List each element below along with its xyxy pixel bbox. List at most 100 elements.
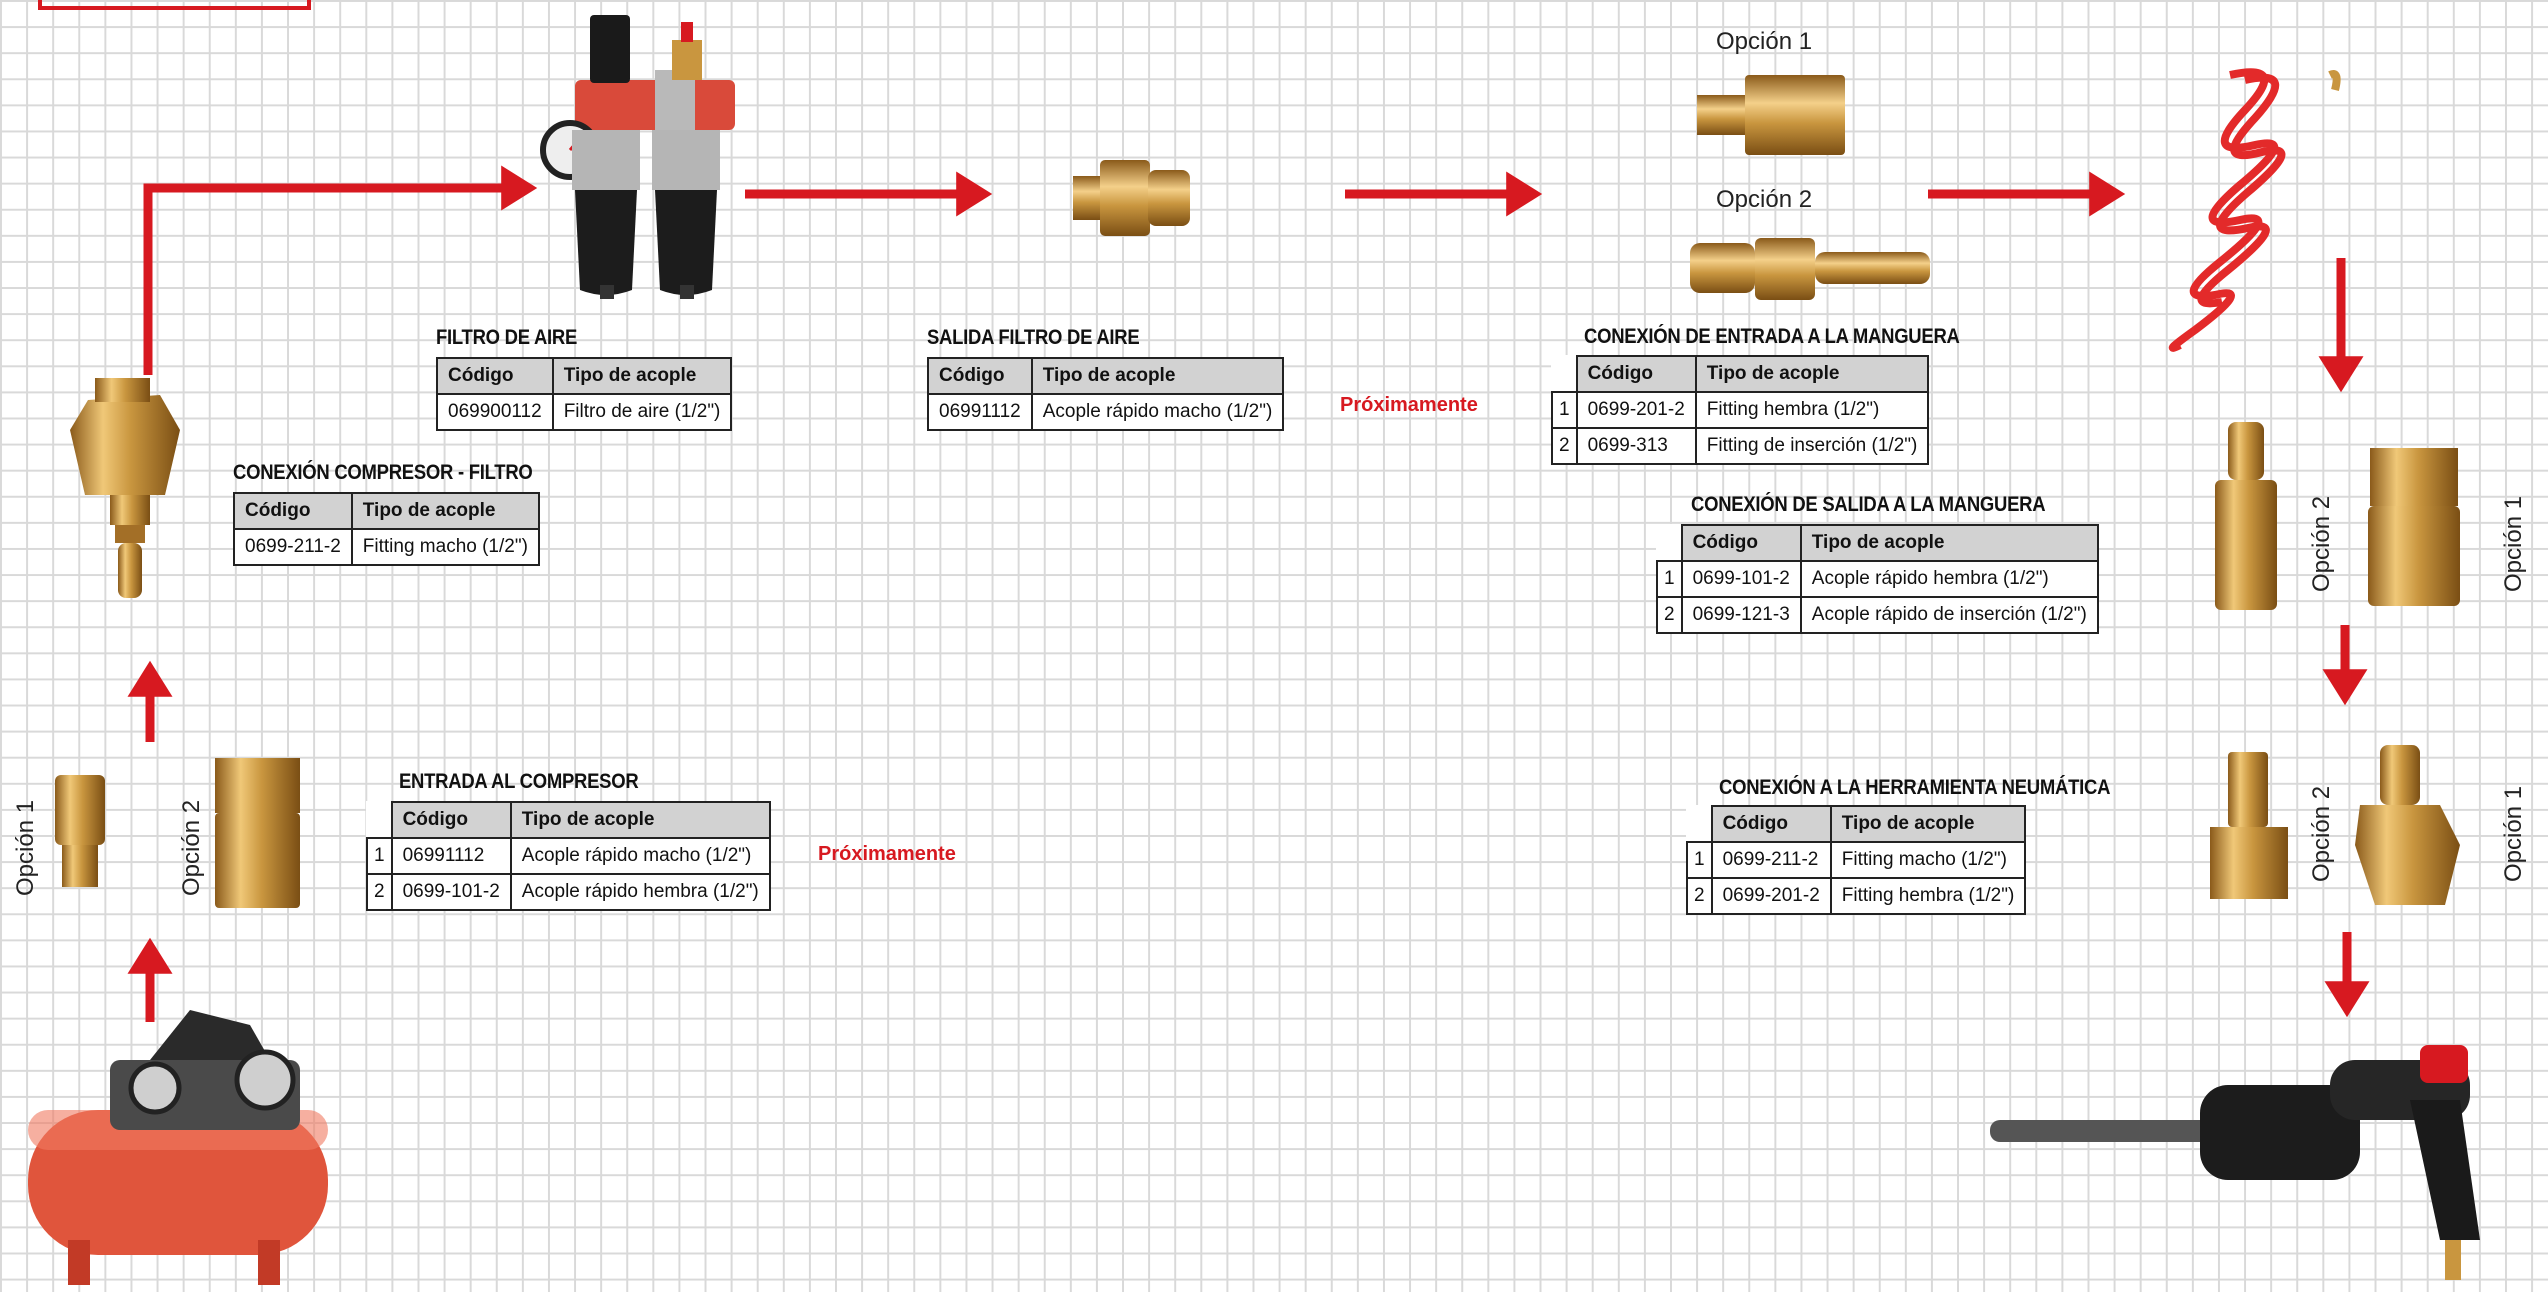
table-row: 2 0699-313 Fitting de inserción (1/2") bbox=[1551, 427, 1930, 465]
column-header: Tipo de acople bbox=[1799, 524, 2099, 562]
row-number: 1 bbox=[1656, 560, 1683, 598]
brass-fitting-image bbox=[2355, 745, 2460, 905]
code-cell: 0699-211-2 bbox=[1710, 841, 1832, 879]
type-cell: Fitting hembra (1/2") bbox=[1829, 877, 2027, 915]
code-cell: 0699-313 bbox=[1575, 427, 1697, 465]
table-compresor-filtro-title: CONEXIÓN COMPRESOR - FILTRO bbox=[233, 461, 533, 484]
coming-soon-label: Próximamente bbox=[1340, 394, 1478, 416]
option-1-label: Opción 1 bbox=[2500, 785, 2527, 882]
table-row: 0699-211-2 Fitting macho (1/2") bbox=[233, 528, 540, 566]
table-row: 1 0699-101-2 Acople rápido hembra (1/2") bbox=[1656, 560, 2099, 598]
brass-fitting-image bbox=[2215, 422, 2277, 610]
option-1-label: Opción 1 bbox=[2500, 495, 2527, 592]
code-cell: 0699-211-2 bbox=[233, 528, 353, 566]
blank-header bbox=[1657, 525, 1682, 561]
table-entrada-manguera: Código Tipo de acople 1 0699-201-2 Fitti… bbox=[1551, 355, 1930, 465]
type-cell: Fitting macho (1/2") bbox=[1829, 841, 2027, 879]
column-header: Código bbox=[1680, 524, 1802, 562]
table-filtro-title: FILTRO DE AIRE bbox=[436, 326, 578, 349]
code-cell: 0699-121-3 bbox=[1680, 596, 1802, 634]
table-row: 1 06991112 Acople rápido macho (1/2") bbox=[366, 837, 771, 875]
type-cell: Acople rápido macho (1/2") bbox=[509, 837, 771, 875]
table-row: 1 0699-211-2 Fitting macho (1/2") bbox=[1686, 841, 2027, 879]
brass-fitting-image bbox=[55, 775, 105, 887]
type-cell: Fitting macho (1/2") bbox=[350, 528, 540, 566]
table-row: 2 0699-101-2 Acople rápido hembra (1/2") bbox=[366, 873, 771, 911]
type-cell: Acople rápido de inserción (1/2") bbox=[1799, 596, 2099, 634]
row-number: 1 bbox=[366, 837, 393, 875]
row-number: 1 bbox=[1551, 391, 1578, 429]
table-row: 1 0699-201-2 Fitting hembra (1/2") bbox=[1551, 391, 1930, 429]
row-number: 1 bbox=[1686, 841, 1713, 879]
blank-header bbox=[1552, 356, 1577, 392]
option-2-label: Opción 2 bbox=[178, 799, 205, 896]
column-header: Código bbox=[1710, 805, 1832, 843]
code-cell: 069900112 bbox=[436, 393, 554, 431]
option-2-label: Opción 2 bbox=[2308, 495, 2335, 592]
table-herramienta-title: CONEXIÓN A LA HERRAMIENTA NEUMÁTICA bbox=[1719, 776, 2111, 799]
column-header: Tipo de acople bbox=[1030, 357, 1285, 395]
code-cell: 0699-201-2 bbox=[1575, 391, 1697, 429]
brass-fitting-image bbox=[1697, 75, 1845, 155]
air-filter-image bbox=[540, 15, 735, 299]
table-salida-manguera: Código Tipo de acople 1 0699-101-2 Acopl… bbox=[1656, 524, 2099, 634]
row-number: 2 bbox=[1686, 877, 1713, 915]
option-2-label: Opción 2 bbox=[1716, 186, 1813, 213]
table-row: 2 0699-121-3 Acople rápido de inserción … bbox=[1656, 596, 2099, 634]
column-header: Código bbox=[436, 357, 554, 395]
column-header: Tipo de acople bbox=[509, 801, 771, 839]
type-cell: Acople rápido macho (1/2") bbox=[1030, 393, 1285, 431]
type-cell: Filtro de aire (1/2") bbox=[551, 393, 733, 431]
brass-fitting-image bbox=[70, 378, 180, 598]
compressor-image bbox=[28, 1010, 328, 1285]
brass-fitting-image bbox=[1690, 238, 1930, 300]
table-entrada-compresor: Código Tipo de acople 1 06991112 Acople … bbox=[366, 801, 771, 911]
code-cell: 0699-101-2 bbox=[1680, 560, 1802, 598]
row-number: 2 bbox=[1656, 596, 1683, 634]
type-cell: Acople rápido hembra (1/2") bbox=[1799, 560, 2099, 598]
type-cell: Acople rápido hembra (1/2") bbox=[509, 873, 771, 911]
blank-header bbox=[367, 802, 392, 838]
table-row: 2 0699-201-2 Fitting hembra (1/2") bbox=[1686, 877, 2027, 915]
table-row: 069900112 Filtro de aire (1/2") bbox=[436, 393, 733, 431]
code-cell: 06991112 bbox=[390, 837, 512, 875]
type-cell: Fitting hembra (1/2") bbox=[1694, 391, 1930, 429]
table-entrada-compresor-title: ENTRADA AL COMPRESOR bbox=[399, 770, 639, 793]
option-1-label: Opción 1 bbox=[1716, 28, 1813, 55]
column-header: Código bbox=[390, 801, 512, 839]
table-compresor-filtro: Código Tipo de acople 0699-211-2 Fitting… bbox=[233, 492, 540, 566]
column-header: Código bbox=[233, 492, 353, 530]
column-header: Tipo de acople bbox=[1694, 355, 1930, 393]
header-frame bbox=[38, 0, 311, 10]
option-1-label: Opción 1 bbox=[12, 799, 39, 896]
impact-wrench-image bbox=[1990, 1045, 2480, 1280]
arrow-icon bbox=[143, 165, 538, 375]
code-cell: 0699-201-2 bbox=[1710, 877, 1832, 915]
option-2-label: Opción 2 bbox=[2308, 785, 2335, 882]
type-cell: Fitting de inserción (1/2") bbox=[1694, 427, 1930, 465]
brass-fitting-image bbox=[2210, 752, 2288, 899]
code-cell: 0699-101-2 bbox=[390, 873, 512, 911]
row-number: 2 bbox=[366, 873, 393, 911]
table-salida-filtro-title: SALIDA FILTRO DE AIRE bbox=[927, 326, 1140, 349]
table-entrada-manguera-title: CONEXIÓN DE ENTRADA A LA MANGUERA bbox=[1584, 325, 1960, 348]
table-herramienta: Código Tipo de acople 1 0699-211-2 Fitti… bbox=[1686, 805, 2027, 915]
code-cell: 06991112 bbox=[927, 393, 1033, 431]
brass-fitting-image bbox=[1073, 160, 1190, 236]
brass-fitting-image bbox=[2368, 448, 2460, 606]
table-filtro: Código Tipo de acople 069900112 Filtro d… bbox=[436, 357, 733, 431]
flow-arrows bbox=[127, 165, 2370, 1022]
row-number: 2 bbox=[1551, 427, 1578, 465]
table-row: 06991112 Acople rápido macho (1/2") bbox=[927, 393, 1285, 431]
column-header: Tipo de acople bbox=[551, 357, 733, 395]
column-header: Código bbox=[927, 357, 1033, 395]
blank-header bbox=[1687, 806, 1712, 842]
coiled-hose-image bbox=[2168, 68, 2341, 352]
brass-fitting-image bbox=[215, 758, 300, 908]
column-header: Tipo de acople bbox=[1829, 805, 2027, 843]
column-header: Código bbox=[1575, 355, 1697, 393]
column-header: Tipo de acople bbox=[350, 492, 540, 530]
table-salida-filtro: Código Tipo de acople 06991112 Acople rá… bbox=[927, 357, 1285, 431]
coming-soon-label: Próximamente bbox=[818, 843, 956, 865]
